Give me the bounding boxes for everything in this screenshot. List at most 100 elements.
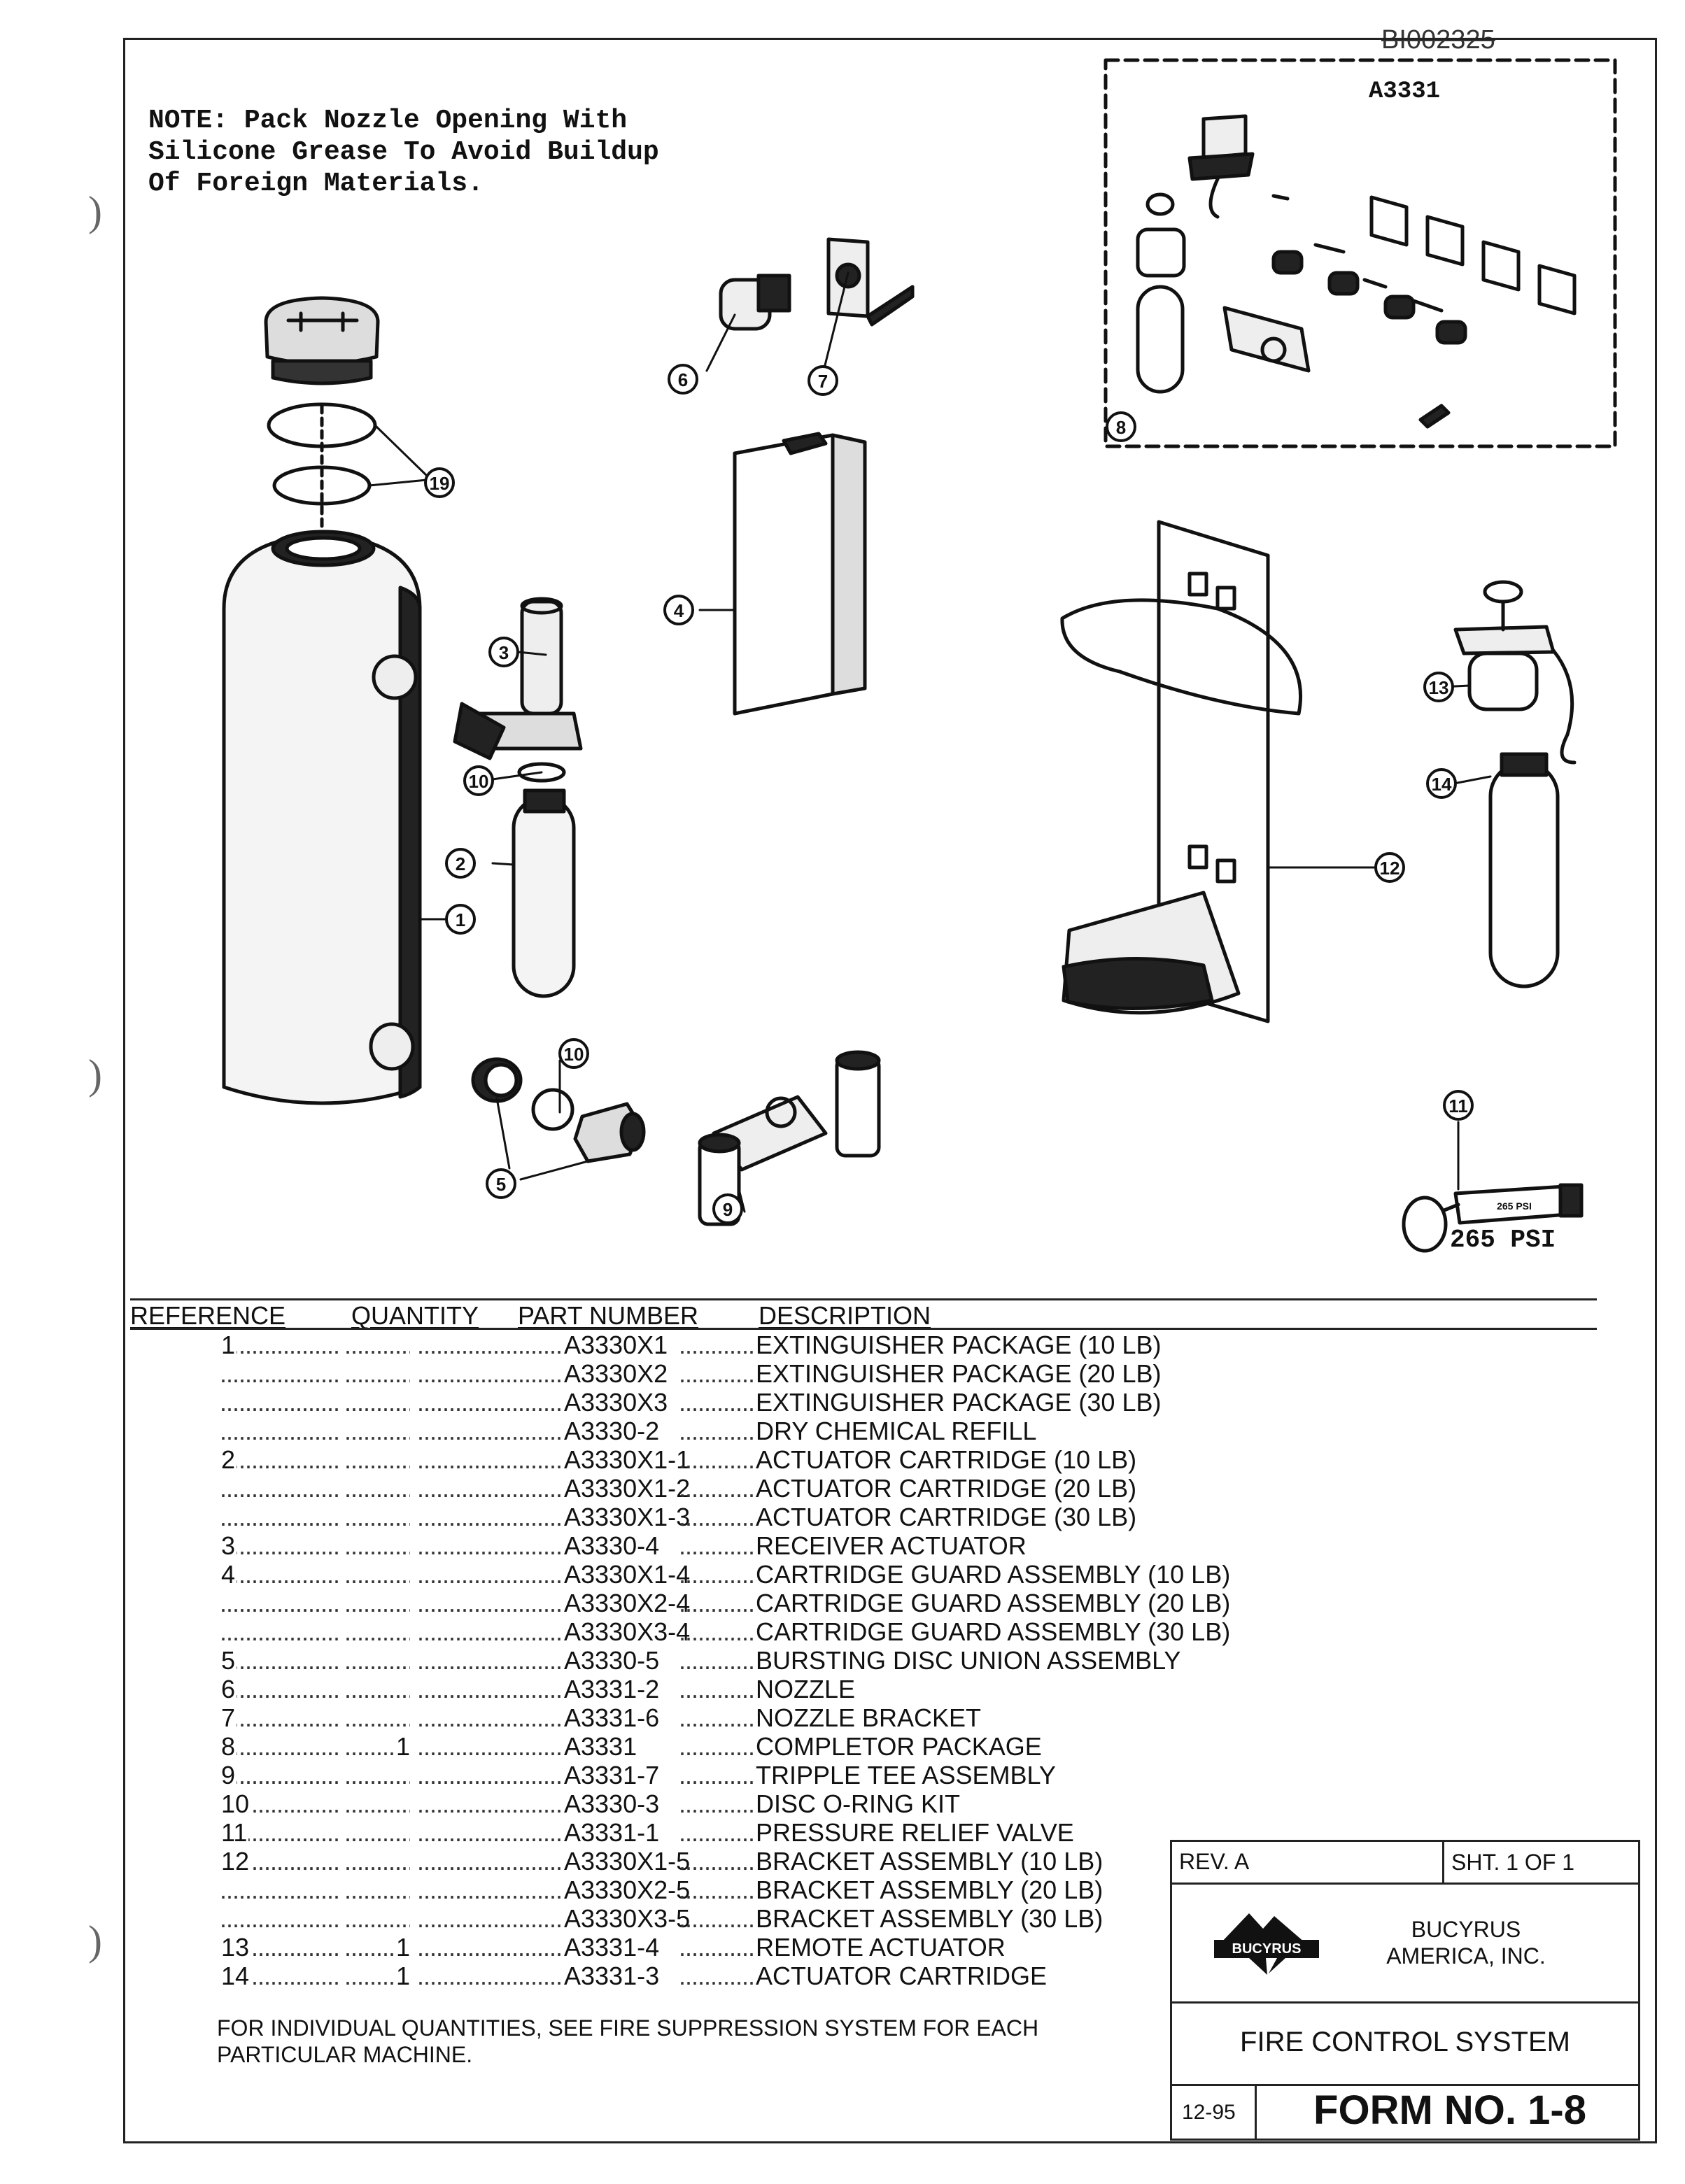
ref-cell: 12 bbox=[221, 1847, 251, 1876]
leader-dots: ........................................… bbox=[679, 1875, 757, 1904]
part-number-cell: A3331-7 bbox=[564, 1761, 663, 1790]
form-date: 12-95 bbox=[1182, 2101, 1236, 2124]
leader-dots: ........................................… bbox=[344, 1503, 410, 1531]
remote-actuator bbox=[1453, 580, 1577, 765]
leader-dots: ........................................… bbox=[417, 1589, 565, 1617]
ref-cell: 7 bbox=[221, 1703, 237, 1733]
description-cell: CARTRIDGE GUARD ASSEMBLY (20 LB) bbox=[756, 1589, 1231, 1618]
qty-cell: 1 bbox=[396, 1933, 411, 1962]
part-number-cell: A3331 bbox=[564, 1732, 640, 1761]
leader-dots: ........................................… bbox=[220, 1359, 339, 1388]
part-number-cell: A3330X1-2 bbox=[564, 1474, 693, 1503]
leader-dots: ........................................… bbox=[679, 1503, 757, 1531]
description-cell: ACTUATOR CARTRIDGE (30 LB) bbox=[756, 1503, 1137, 1532]
revision: REV. A bbox=[1179, 1849, 1250, 1874]
note-line: NOTE: Pack Nozzle Opening With bbox=[148, 106, 628, 136]
leader-dots: ........................................… bbox=[220, 1646, 339, 1675]
description-cell: BRACKET ASSEMBLY (30 LB) bbox=[756, 1904, 1104, 1934]
description-cell: RECEIVER ACTUATOR bbox=[756, 1531, 1027, 1561]
leader-dots: ........................................… bbox=[344, 1818, 410, 1847]
title-block-revision-row: REV. A SHT. 1 OF 1 bbox=[1172, 1842, 1638, 1885]
callout-12: 12 bbox=[1380, 858, 1400, 879]
leader-dots: ........................................… bbox=[679, 1675, 757, 1703]
receiver-actuator bbox=[453, 597, 583, 760]
qty-cell: 1 bbox=[396, 1732, 411, 1761]
inset-title: A3331 bbox=[1369, 78, 1441, 105]
leader-dots: ........................................… bbox=[344, 1445, 410, 1474]
callout-5: 5 bbox=[496, 1174, 506, 1195]
table-row: ........................................… bbox=[130, 1732, 1222, 1761]
callout-2: 2 bbox=[456, 853, 465, 874]
callout-6: 6 bbox=[678, 369, 688, 390]
system-name: FIRE CONTROL SYSTEM bbox=[1240, 2027, 1570, 2057]
leader-dots: ........................................… bbox=[417, 1875, 565, 1904]
leader-dots: ........................................… bbox=[220, 1445, 339, 1474]
parts-table: ........................................… bbox=[130, 1331, 1231, 1991]
callout-13: 13 bbox=[1429, 677, 1449, 698]
header-reference: REFERENCE bbox=[130, 1301, 286, 1330]
part-number-cell: A3331-4 bbox=[564, 1933, 663, 1962]
description-cell: ACTUATOR CARTRIDGE (10 LB) bbox=[756, 1445, 1137, 1475]
leader-dots: ........................................… bbox=[220, 1474, 339, 1503]
logo-text: BUCYRUS bbox=[1232, 1941, 1302, 1957]
callout-10: 10 bbox=[469, 771, 489, 792]
leader-dots: ........................................… bbox=[417, 1933, 565, 1962]
leader-dots: ........................................… bbox=[679, 1904, 757, 1933]
description-cell: BRACKET ASSEMBLY (10 LB) bbox=[756, 1847, 1104, 1876]
leader-dots: ........................................… bbox=[417, 1503, 565, 1531]
lower-port bbox=[369, 1022, 415, 1071]
leader-dots: ........................................… bbox=[417, 1818, 565, 1847]
ref-cell: 6 bbox=[221, 1675, 237, 1704]
leader-dots: ........................................… bbox=[344, 1675, 410, 1703]
quantity-footnote: FOR INDIVIDUAL QUANTITIES, SEE FIRE SUPP… bbox=[217, 2015, 1039, 2067]
note-line: Silicone Grease To Avoid Buildup bbox=[148, 137, 659, 167]
leader-dots: ........................................… bbox=[220, 1503, 339, 1531]
part-number-cell: A3330-2 bbox=[564, 1417, 663, 1446]
company-line-1: BUCYRUS bbox=[1411, 1917, 1521, 1942]
leader-dots: ........................................… bbox=[344, 1359, 410, 1388]
leader-dots: ........................................… bbox=[679, 1388, 757, 1417]
completor-package-parts bbox=[1136, 114, 1577, 429]
ref-cell: 10 bbox=[221, 1789, 251, 1819]
part-number-cell: A3331-2 bbox=[564, 1675, 663, 1704]
company-line-2: AMERICA, INC. bbox=[1386, 1943, 1546, 1969]
binder-hole-mark: ) bbox=[88, 188, 102, 234]
description-cell: DRY CHEMICAL REFILL bbox=[756, 1417, 1037, 1446]
leader-dots: ........................................… bbox=[220, 1589, 339, 1617]
title-block-system-row: FIRE CONTROL SYSTEM bbox=[1172, 2001, 1638, 2086]
header-description: DESCRIPTION bbox=[759, 1301, 931, 1330]
leader-dots: ........................................… bbox=[417, 1732, 565, 1761]
header-part-number: PART NUMBER bbox=[518, 1301, 699, 1330]
qty-cell: 1 bbox=[396, 1962, 411, 1991]
leader-dots: ........................................… bbox=[344, 1761, 410, 1789]
table-row: ........................................… bbox=[130, 1445, 1222, 1475]
leader-dots: ........................................… bbox=[679, 1933, 757, 1962]
leader-dots: ........................................… bbox=[417, 1617, 565, 1646]
assembly-note: NOTE: Pack Nozzle Opening With Silicone … bbox=[148, 105, 778, 199]
table-row: ........................................… bbox=[130, 1875, 1222, 1905]
table-row: ........................................… bbox=[130, 1646, 1222, 1675]
leader-dots: ........................................… bbox=[679, 1962, 757, 1990]
completor-package-inset bbox=[1104, 58, 1617, 448]
description-cell: ACTUATOR CARTRIDGE bbox=[756, 1962, 1048, 1991]
part-number-cell: A3330X1-3 bbox=[564, 1503, 693, 1532]
leader-dots: ........................................… bbox=[344, 1646, 410, 1675]
title-block-company-row: BUCYRUS BUCYRUS AMERICA, INC. bbox=[1172, 1882, 1638, 2004]
table-row: ........................................… bbox=[130, 1703, 1222, 1733]
pressure-label: 265 PSI bbox=[1450, 1226, 1556, 1254]
leader-dots: ........................................… bbox=[417, 1560, 565, 1589]
extinguisher-cylinder bbox=[222, 530, 422, 1105]
leader-dots: ........................................… bbox=[220, 1417, 339, 1445]
page-frame bbox=[123, 38, 1657, 2143]
leader-dots: ........................................… bbox=[679, 1789, 757, 1818]
header-quantity: QUANTITY bbox=[351, 1301, 479, 1330]
table-row: ........................................… bbox=[130, 1589, 1231, 1618]
leader-lines bbox=[368, 271, 1492, 1213]
binder-hole-mark: ) bbox=[88, 1051, 102, 1098]
leader-dots: ........................................… bbox=[679, 1646, 757, 1675]
table-row: ........................................… bbox=[130, 1531, 1222, 1561]
extinguisher-cap bbox=[264, 296, 380, 385]
leader-dots: ........................................… bbox=[344, 1617, 410, 1646]
ref-cell: 8 bbox=[221, 1732, 237, 1761]
callout-11: 11 bbox=[1448, 1095, 1468, 1116]
